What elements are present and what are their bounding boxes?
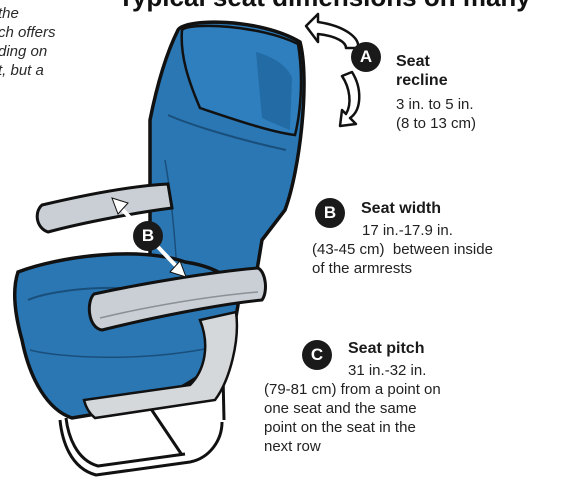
recline-arrow xyxy=(304,12,361,128)
width-title: Seat width xyxy=(361,200,442,217)
badge-c: C xyxy=(302,340,332,370)
title-fragment: Typical seat dimensions on many xyxy=(118,0,580,13)
badge-b: B xyxy=(315,198,345,228)
armrest-back xyxy=(35,182,174,234)
recline-title: Seat recline xyxy=(396,53,448,89)
intro-text-fragment: the ch offers ding on t, but a xyxy=(0,5,56,79)
pitch-value: 31 in.-32 in. (79-81 cm) from a point on… xyxy=(264,362,441,455)
seat-badge-b: B xyxy=(133,221,163,251)
recline-value: 3 in. to 5 in. (8 to 13 cm) xyxy=(396,96,477,132)
width-value: 17 in.-17.9 in. (43-45 cm) between insid… xyxy=(312,222,493,277)
seat-side-panel xyxy=(82,310,239,420)
badge-a: A xyxy=(351,42,381,72)
pitch-title: Seat pitch xyxy=(348,340,425,357)
